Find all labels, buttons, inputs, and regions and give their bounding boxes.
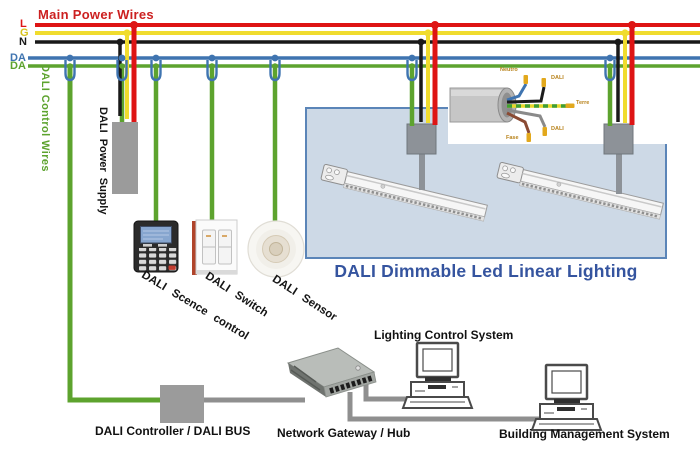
main-power-wires bbox=[35, 23, 700, 44]
cable-label-dali-top: DALI bbox=[551, 75, 564, 81]
wire-label-da-blue: DA bbox=[10, 52, 26, 64]
cable-dali-top-wire bbox=[506, 86, 546, 104]
drop-to-controller bbox=[67, 66, 162, 403]
wire-label-l: L bbox=[20, 18, 27, 30]
lighting-control-system-label: Lighting Control System bbox=[374, 328, 514, 342]
led-linear-light-1 bbox=[320, 163, 488, 222]
led-driver-1 bbox=[406, 123, 437, 190]
dali-cable-diagram-icon bbox=[449, 75, 575, 142]
cable-label-dali-bottom: DALI bbox=[551, 126, 564, 132]
cable-dali-bottom-wire bbox=[506, 108, 547, 128]
wire-hub-to-bms-pc bbox=[347, 392, 540, 422]
pc-screen bbox=[422, 348, 453, 372]
cable-label-earth: Terre bbox=[576, 100, 590, 106]
building-management-system-label: Building Management System bbox=[499, 427, 670, 441]
wire-label-n: N bbox=[19, 36, 27, 48]
led-driver-2 bbox=[603, 123, 634, 194]
bms-pc bbox=[530, 363, 603, 431]
cable-label-phase: Fase bbox=[506, 135, 519, 141]
dali-controller-box bbox=[160, 385, 204, 423]
cable-neutral-wire bbox=[506, 83, 528, 102]
lighting-panel-title: DALI Dimmable Led Linear Lighting bbox=[334, 261, 638, 281]
bus-junctions bbox=[64, 54, 616, 82]
dali-control-drops bbox=[67, 66, 613, 403]
network-gateway-label: Network Gateway / Hub bbox=[277, 426, 411, 440]
lighting-control-pc bbox=[401, 341, 474, 409]
wire-hub-to-lighting-pc bbox=[363, 382, 412, 402]
cable-label-neutral: Neutro bbox=[500, 67, 518, 73]
network-wires bbox=[204, 382, 540, 422]
dali-switch-device bbox=[192, 219, 238, 275]
cable-phase-wire bbox=[506, 111, 531, 134]
wire-label-da-green: DA bbox=[10, 60, 26, 72]
dali-controller-label: DALI Controller / DALI BUS bbox=[95, 424, 251, 438]
network-hub-device bbox=[286, 347, 377, 398]
pc-screen bbox=[551, 370, 582, 394]
dali-power-supply-box bbox=[112, 122, 138, 194]
dali-scene-control-device bbox=[133, 220, 179, 273]
dali-sensor-device bbox=[247, 220, 305, 278]
dali-control-wires-label: DALI Control Wires bbox=[39, 64, 51, 172]
main-power-wires-label: Main Power Wires bbox=[38, 7, 154, 22]
wire-label-g: G bbox=[20, 27, 29, 39]
dali-power-supply-label: DALI Power Supply bbox=[97, 107, 109, 215]
hub-ports bbox=[329, 375, 373, 394]
led-linear-light-2 bbox=[496, 161, 664, 220]
dali-bus-wires bbox=[28, 56, 700, 68]
